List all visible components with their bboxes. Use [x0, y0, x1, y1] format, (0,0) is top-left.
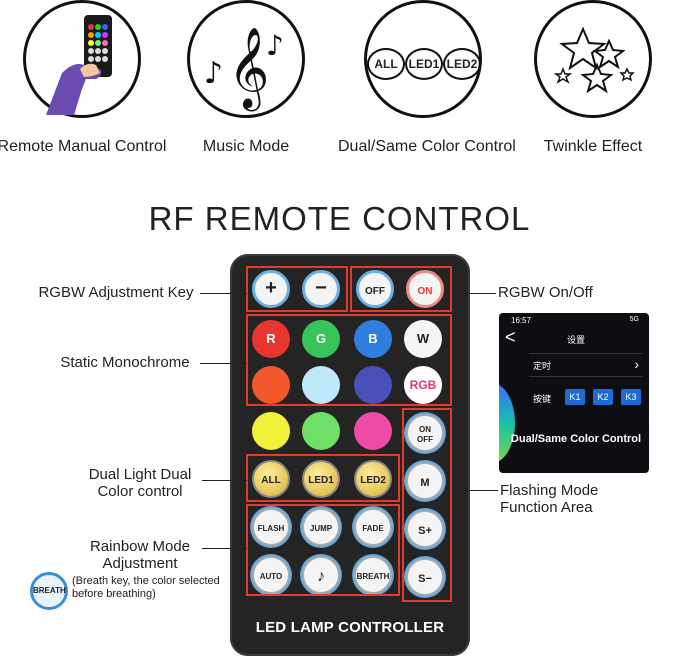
callout-rgbw-adjust: RGBW Adjustment Key: [38, 284, 194, 301]
phone-row-keys-label: 按键: [533, 394, 552, 404]
phone-row-timer[interactable]: 定时 ›: [529, 353, 643, 377]
back-chevron-icon[interactable]: <: [505, 327, 516, 347]
phone-banner: Dual/Same Color Control: [510, 433, 642, 445]
feature-label: Twinkle Effect: [543, 138, 643, 155]
pink-button[interactable]: [354, 412, 392, 450]
frame-dual: [246, 454, 400, 502]
phone-header: 设置: [567, 335, 586, 345]
all-button[interactable]: ALL: [252, 460, 290, 498]
yellow-button[interactable]: [252, 412, 290, 450]
red-button[interactable]: R: [252, 320, 290, 358]
callout-rgbw-onoff: RGBW On/Off: [498, 284, 593, 301]
callout-breath-note: (Breath key, the color selected before b…: [72, 575, 220, 600]
breath-button[interactable]: BREATH: [354, 556, 392, 594]
feature-circle: [534, 0, 652, 118]
fade-button[interactable]: FADE: [354, 508, 392, 546]
feature-circle: 𝄞 ♪ ♪: [187, 0, 305, 118]
breath-badge: BREATH: [30, 572, 68, 610]
mode-button[interactable]: M: [406, 462, 444, 500]
brightness-down-button[interactable]: −: [302, 270, 340, 308]
callout-rainbow: Rainbow Mode Adjustment: [80, 538, 200, 572]
stars-icon: [553, 26, 635, 94]
green-button[interactable]: G: [302, 320, 340, 358]
timer-label: 定时: [533, 361, 552, 371]
svg-text:𝄞: 𝄞: [228, 26, 269, 111]
leader-line: [202, 548, 247, 549]
phone-app-preview: 16:57 5G < 设置 定时 › 按键 K1 K2 K3 Dual/Same…: [499, 313, 649, 473]
leader-line: [202, 480, 247, 481]
frame-rgbw-onoff: [350, 266, 452, 312]
feature-label: Music Mode: [202, 138, 290, 155]
remote-title: LED LAMP CONTROLLER: [255, 619, 445, 636]
orange-button[interactable]: [252, 366, 290, 404]
music-notes-icon: 𝄞 ♪ ♪: [204, 26, 284, 111]
leader-line: [452, 293, 496, 294]
color-wheel-edge: [499, 383, 515, 463]
leader-line: [200, 363, 247, 364]
onoff-bottom-label: OFF: [417, 435, 433, 444]
frame-rgbw-adjust: [246, 266, 348, 312]
phone-status: 5G: [629, 316, 639, 323]
callout-dual: Dual Light Dual Color control: [80, 466, 200, 500]
rgb-button[interactable]: RGB: [404, 366, 442, 404]
callout-dual-line2: Color control: [97, 483, 183, 500]
all-pill: ALL: [367, 48, 405, 80]
feature-remote-manual: Remote Manual Control: [0, 0, 167, 156]
indigo-button[interactable]: [354, 366, 392, 404]
feature-music-mode: 𝄞 ♪ ♪ Music Mode: [161, 0, 331, 156]
svg-text:♪: ♪: [266, 29, 284, 62]
onoff-mode-button[interactable]: ON OFF: [406, 414, 444, 452]
lime-button[interactable]: [302, 412, 340, 450]
callout-flashing: Flashing Mode Function Area: [500, 482, 620, 516]
k2-button[interactable]: K2: [593, 389, 613, 405]
feature-circle: [23, 0, 141, 118]
on-button[interactable]: ON: [406, 270, 444, 308]
feature-twinkle: Twinkle Effect: [508, 0, 678, 156]
feature-label: Dual/Same Color Control: [338, 138, 516, 155]
flash-button[interactable]: FLASH: [252, 508, 290, 546]
music-button[interactable]: ♪: [302, 556, 340, 594]
off-button[interactable]: OFF: [356, 270, 394, 308]
k3-button[interactable]: K3: [621, 389, 641, 405]
callout-rainbow-line1: Rainbow Mode: [89, 538, 191, 555]
frame-static: [246, 314, 452, 406]
frame-rainbow: [246, 504, 400, 596]
led2-pill: LED2: [443, 48, 481, 80]
feature-dual-color: ALL LED1 LED2 Dual/Same Color Control: [338, 0, 516, 156]
breath-badge-label: BREATH: [33, 586, 66, 595]
page-title: RF REMOTE CONTROL: [148, 200, 531, 237]
callout-dual-line1: Dual Light Dual: [88, 466, 192, 483]
white-button[interactable]: W: [404, 320, 442, 358]
led2-button[interactable]: LED2: [354, 460, 392, 498]
leader-line: [200, 293, 247, 294]
phone-time: 16:57: [511, 316, 532, 325]
speed-up-button[interactable]: S+: [406, 510, 444, 548]
svg-text:♪: ♪: [204, 56, 223, 91]
callout-static: Static Monochrome: [60, 354, 190, 371]
jump-button[interactable]: JUMP: [302, 508, 340, 546]
callout-flashing-line2: Function Area: [500, 499, 593, 516]
led1-button[interactable]: LED1: [302, 460, 340, 498]
remote-control: + − OFF ON R G B W RGB ON OFF ALL LED1 L…: [230, 254, 470, 656]
brightness-up-button[interactable]: +: [252, 270, 290, 308]
feature-label: Remote Manual Control: [0, 138, 167, 155]
callout-rainbow-line2: Adjustment: [102, 555, 178, 572]
callout-flashing-line1: Flashing Mode: [500, 482, 599, 499]
k1-button[interactable]: K1: [565, 389, 585, 405]
auto-button[interactable]: AUTO: [252, 556, 290, 594]
chevron-right-icon: ›: [634, 356, 639, 372]
onoff-top-label: ON: [419, 425, 431, 434]
cyan-button[interactable]: [302, 366, 340, 404]
leader-line: [452, 490, 498, 491]
frame-flashing: [402, 408, 452, 602]
led1-pill: LED1: [405, 48, 443, 80]
blue-button[interactable]: B: [354, 320, 392, 358]
speed-down-button[interactable]: S−: [406, 558, 444, 596]
feature-circle: ALL LED1 LED2: [364, 0, 482, 118]
hand-remote-icon: [46, 15, 112, 115]
